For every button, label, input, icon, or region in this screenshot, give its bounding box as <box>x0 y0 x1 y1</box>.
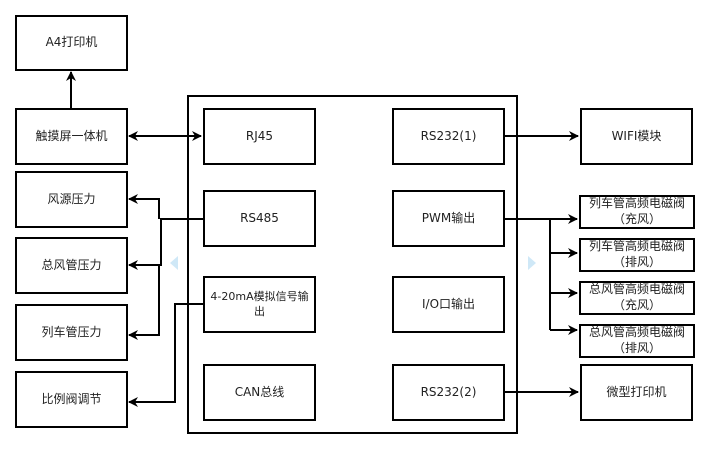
rs485-port: RS485 <box>203 190 316 247</box>
label: 微型打印机 <box>606 384 667 399</box>
wifi-module-box: WIFI模块 <box>580 108 693 165</box>
analog-to-valve <box>128 303 207 407</box>
main-pipe-pressure-box: 总风管压力 <box>15 237 128 294</box>
valve-train-exhaust-box: 列车管高频电磁阀（排风） <box>579 238 695 272</box>
label: PWM输出 <box>421 210 476 225</box>
nav-right-arrow-icon[interactable] <box>528 256 536 270</box>
label: 比例阀调节 <box>41 391 102 406</box>
rs485-to-main <box>128 219 162 270</box>
label: 列车管高频电磁阀 <box>588 239 685 254</box>
mode: （排风） <box>612 341 661 355</box>
label: CAN总线 <box>234 384 285 399</box>
label: RS232(1) <box>420 128 477 143</box>
proportional-valve-box: 比例阀调节 <box>15 371 128 428</box>
mode: （排风） <box>612 255 661 269</box>
pwm-port: PWM输出 <box>392 190 505 247</box>
a4-printer-box: A4打印机 <box>15 15 128 71</box>
label: A4打印机 <box>45 35 98 50</box>
micro-printer-box: 微型打印机 <box>580 364 693 421</box>
rs232-2-port: RS232(2) <box>392 364 505 421</box>
mode: （充风） <box>612 298 661 312</box>
label: 总风管高频电磁阀 <box>588 325 685 340</box>
analog-output-port: 4-20mA模拟信号输出 <box>203 276 316 333</box>
touchscreen-box: 触摸屏一体机 <box>15 108 128 165</box>
label: 列车管压力 <box>41 324 102 339</box>
io-port: I/O口输出 <box>392 276 505 333</box>
valve-train-charge-box: 列车管高频电磁阀（充风） <box>579 195 695 229</box>
rj45-port: RJ45 <box>203 108 316 165</box>
label: RJ45 <box>245 128 274 143</box>
label: 总风管压力 <box>41 257 102 272</box>
label: RS485 <box>240 210 279 225</box>
controller-container <box>187 95 518 434</box>
train-pipe-pressure-box: 列车管压力 <box>15 304 128 361</box>
mode: （充风） <box>612 212 661 226</box>
valve-main-exhaust-box: 总风管高频电磁阀（排风） <box>579 324 695 358</box>
rs232-1-port: RS232(1) <box>392 108 505 165</box>
source-pressure-box: 风源压力 <box>15 171 128 228</box>
label: 总风管高频电磁阀 <box>588 282 685 297</box>
valve-main-charge-box: 总风管高频电磁阀（充风） <box>579 281 695 315</box>
label: 列车管高频电磁阀 <box>588 196 685 211</box>
label: 风源压力 <box>47 191 96 206</box>
label: 4-20mA模拟信号输出 <box>210 290 309 318</box>
nav-left-arrow-icon[interactable] <box>170 256 178 270</box>
label: WIFI模块 <box>611 128 662 143</box>
label: 触摸屏一体机 <box>35 128 108 143</box>
rs485-to-source <box>128 194 160 219</box>
can-port: CAN总线 <box>203 364 316 421</box>
label: RS232(2) <box>420 384 477 399</box>
rs485-to-train <box>128 265 160 340</box>
label: I/O口输出 <box>421 296 476 311</box>
